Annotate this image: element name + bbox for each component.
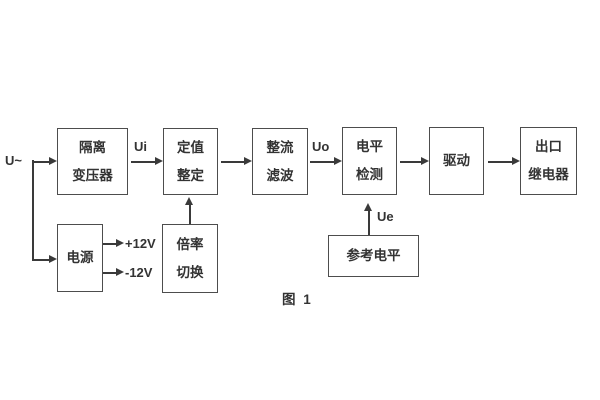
block-output-relay: 出口 继电器 xyxy=(520,127,577,195)
block-label: 参考电平 xyxy=(346,248,401,263)
source-voltage-label: U~ xyxy=(5,153,22,168)
block-ratio-switch: 倍率 切换 xyxy=(162,224,218,293)
ratio-to-setting-line xyxy=(189,204,191,224)
arrowhead-right-icon xyxy=(116,268,124,276)
block-label: 继电器 xyxy=(528,167,569,182)
rectifier-to-level-line xyxy=(310,161,334,163)
arrowhead-right-icon xyxy=(512,157,520,165)
block-label: 整流 xyxy=(266,139,294,155)
arrowhead-right-icon xyxy=(49,157,57,165)
block-label: 倍率 xyxy=(176,236,204,252)
arrowhead-right-icon xyxy=(244,157,252,165)
block-reference-level: 参考电平 xyxy=(328,235,419,277)
block-rectifier-filter: 整流 滤波 xyxy=(252,128,308,195)
block-label: 整定 xyxy=(177,167,204,183)
arrowhead-right-icon xyxy=(334,157,342,165)
reference-to-level-line xyxy=(368,210,370,235)
block-label: 隔离 xyxy=(79,139,106,155)
block-power-supply: 电源 xyxy=(57,224,103,292)
block-label: 出口 xyxy=(535,139,562,154)
level-to-drive-line xyxy=(400,161,421,163)
block-label: 定值 xyxy=(177,139,204,155)
block-setting-adjust: 定值 整定 xyxy=(163,128,218,195)
arrowhead-right-icon xyxy=(116,239,124,247)
arrowhead-up-icon xyxy=(185,197,193,205)
minus-12v-label: -12V xyxy=(125,265,153,280)
block-label: 电源 xyxy=(66,250,94,265)
power-minus12-line xyxy=(103,272,117,274)
plus-12v-label: +12V xyxy=(125,236,156,251)
input-to-transformer-line xyxy=(32,161,51,163)
block-label: 切换 xyxy=(176,264,204,280)
setting-to-rectifier-line xyxy=(221,161,244,163)
block-drive: 驱动 xyxy=(429,127,484,195)
figure-caption: 图 1 xyxy=(282,292,313,307)
arrowhead-right-icon xyxy=(421,157,429,165)
drive-to-relay-line xyxy=(488,161,512,163)
input-to-power-line xyxy=(32,259,51,261)
input-branch-line xyxy=(32,160,34,261)
signal-ui-label: Ui xyxy=(134,139,147,154)
block-label: 滤波 xyxy=(266,167,294,183)
block-isolation-transformer: 隔离 变压器 xyxy=(57,128,128,195)
transformer-to-setting-line xyxy=(131,161,155,163)
signal-uo-label: Uo xyxy=(312,139,330,154)
arrowhead-right-icon xyxy=(155,157,163,165)
power-plus12-line xyxy=(103,243,117,245)
block-label: 驱动 xyxy=(443,153,470,168)
signal-ue-label: Ue xyxy=(377,209,394,224)
block-level-detection: 电平 检测 xyxy=(342,127,397,195)
block-label: 电平 xyxy=(356,139,383,154)
block-label: 检测 xyxy=(356,167,383,182)
block-label: 变压器 xyxy=(72,167,113,183)
arrowhead-right-icon xyxy=(49,255,57,263)
arrowhead-up-icon xyxy=(364,203,372,211)
